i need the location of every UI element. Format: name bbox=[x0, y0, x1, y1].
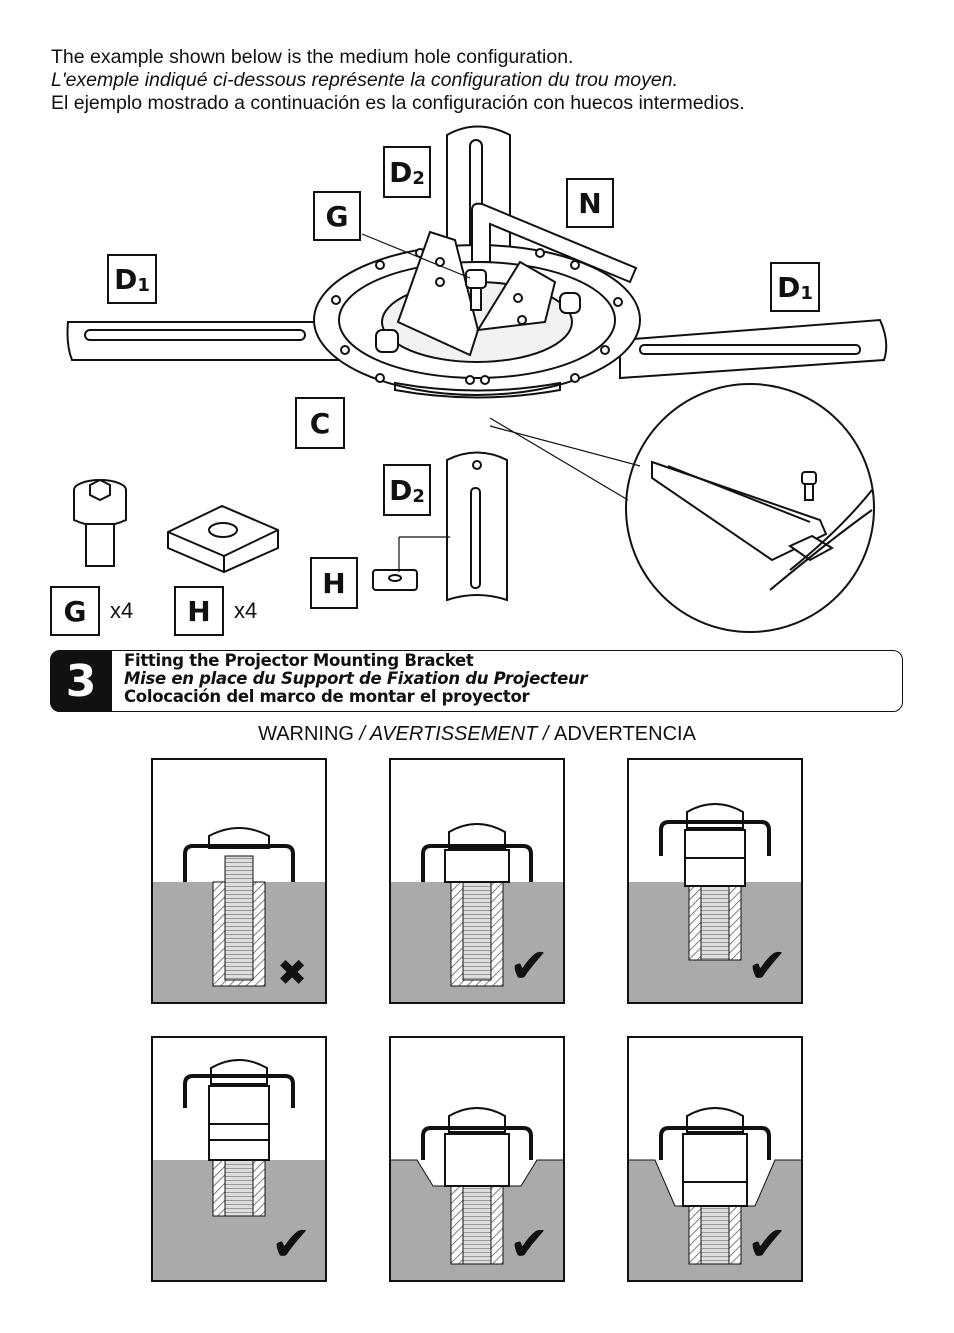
label-d2-top: D2 bbox=[383, 146, 431, 198]
label-h: H bbox=[310, 557, 358, 609]
warning-panel-5: ✔ bbox=[389, 1036, 565, 1282]
check-icon: ✔ bbox=[509, 1216, 550, 1272]
step-title-fr: Mise en place du Support de Fixation du … bbox=[124, 669, 588, 688]
intro-text: The example shown below is the medium ho… bbox=[51, 46, 745, 115]
label-g-parts: G bbox=[50, 586, 100, 636]
quantity-g: x4 bbox=[110, 598, 134, 623]
label-d1-left: D1 bbox=[107, 254, 157, 304]
warning-es: ADVERTENCIA bbox=[554, 723, 696, 745]
step-title: Fitting the Projector Mounting Bracket M… bbox=[124, 651, 588, 706]
warning-panel-3: ✔ bbox=[627, 758, 803, 1004]
warning-sep-2: / bbox=[537, 723, 555, 745]
step-title-es: Colocación del marco de montar el proyec… bbox=[124, 687, 530, 706]
check-icon: ✔ bbox=[271, 1216, 312, 1272]
check-icon: ✔ bbox=[747, 938, 788, 994]
step-title-en: Fitting the Projector Mounting Bracket bbox=[124, 651, 474, 670]
label-d1-right: D1 bbox=[770, 262, 820, 312]
intro-line-fr: L'exemple indiqué ci-dessous représente … bbox=[51, 69, 679, 91]
intro-line-es: El ejemplo mostrado a continuación es la… bbox=[51, 92, 745, 114]
quantity-h: x4 bbox=[234, 598, 258, 623]
check-icon: ✔ bbox=[509, 938, 550, 994]
label-h-parts: H bbox=[174, 586, 224, 636]
warning-panel-2: ✔ bbox=[389, 758, 565, 1004]
warning-fr: AVERTISSEMENT bbox=[369, 723, 538, 745]
warning-en: WARNING bbox=[258, 723, 354, 745]
warning-heading: WARNING / AVERTISSEMENT / ADVERTENCIA bbox=[0, 723, 954, 746]
step-number: 3 bbox=[50, 650, 112, 712]
label-n: N bbox=[566, 178, 614, 228]
warning-panel-1: ✖ bbox=[151, 758, 327, 1004]
label-d2-bottom: D2 bbox=[383, 464, 431, 516]
warning-panel-4: ✔ bbox=[151, 1036, 327, 1282]
label-c: C bbox=[295, 397, 345, 449]
bracket-assembly-illustration bbox=[66, 125, 888, 633]
check-icon: ✔ bbox=[747, 1216, 788, 1272]
label-g: G bbox=[313, 191, 361, 241]
intro-line-en: The example shown below is the medium ho… bbox=[51, 46, 574, 68]
cross-icon: ✖ bbox=[277, 953, 308, 994]
warning-sep-1: / bbox=[353, 723, 370, 745]
warning-panel-6: ✔ bbox=[627, 1036, 803, 1282]
